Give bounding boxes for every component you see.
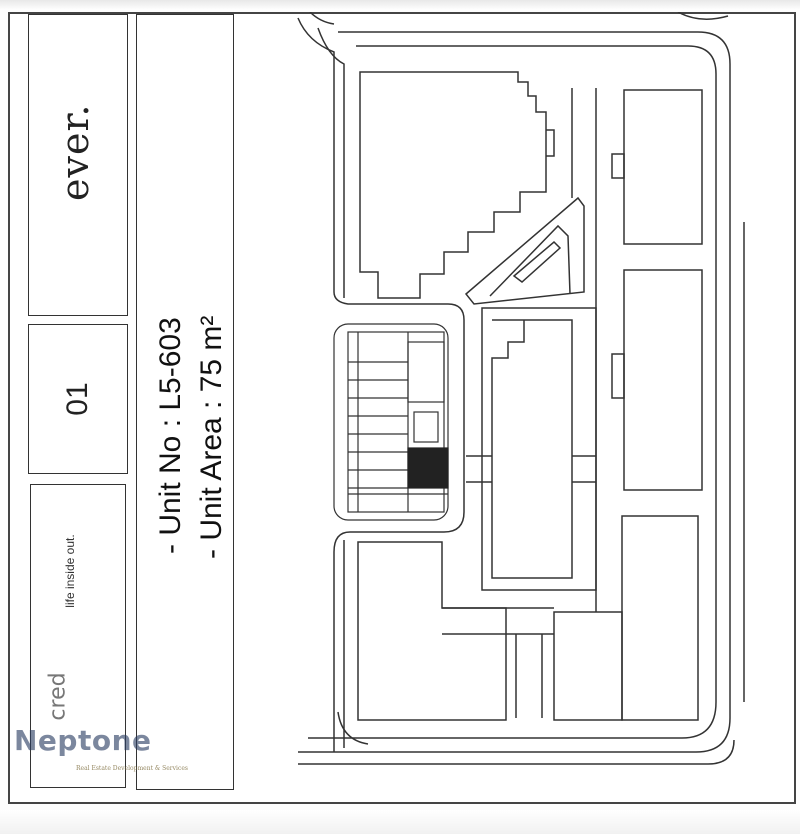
wedge-block <box>464 196 585 305</box>
ring-road-inner <box>308 45 717 739</box>
watermark-subtitle: Real Estate Development & Services <box>76 765 188 772</box>
credit-fragment: cred <box>45 672 71 721</box>
bottom-left-curve <box>337 711 369 745</box>
lower-connector <box>442 607 554 718</box>
ring-road-outer <box>298 31 731 753</box>
building-b <box>623 89 703 245</box>
top-left-arc <box>309 12 335 25</box>
watermark-logo: Neptone <box>14 724 152 757</box>
tagline: life inside out. <box>63 534 77 608</box>
wedge-detail <box>512 240 562 283</box>
building-a-notch <box>546 129 555 157</box>
building-f <box>357 541 507 721</box>
page-number-box <box>28 324 128 474</box>
floor-plan-l5 <box>333 323 449 521</box>
wedge-inner <box>489 224 571 297</box>
logo-box <box>28 14 128 316</box>
tagline-box <box>30 484 126 788</box>
road-left-curve <box>317 27 345 298</box>
unit-info-box <box>136 14 234 790</box>
logo-text: ever. <box>53 103 97 201</box>
building-d <box>621 515 699 721</box>
building-e-inner <box>491 319 573 579</box>
unit-area-line: - Unit Area : 75 m² <box>195 315 228 559</box>
scan-edge-top <box>0 0 800 10</box>
building-c-tab <box>611 353 625 399</box>
unit-highlight <box>407 447 449 489</box>
building-b-tab <box>611 153 625 179</box>
building-a <box>359 71 547 299</box>
building-c <box>623 269 703 491</box>
site-plan <box>297 12 745 765</box>
bottom-road <box>298 739 735 765</box>
building-e <box>481 307 597 591</box>
crosswalk-top <box>466 455 492 483</box>
building-g <box>553 611 623 721</box>
page-number: 01 <box>61 382 94 416</box>
scan-edge-bottom <box>0 810 800 834</box>
unit-number-line: - Unit No : L5-603 <box>154 317 187 554</box>
crosswalk-right <box>572 455 596 483</box>
road-top-curve <box>297 17 465 752</box>
top-right-arc <box>677 12 729 20</box>
